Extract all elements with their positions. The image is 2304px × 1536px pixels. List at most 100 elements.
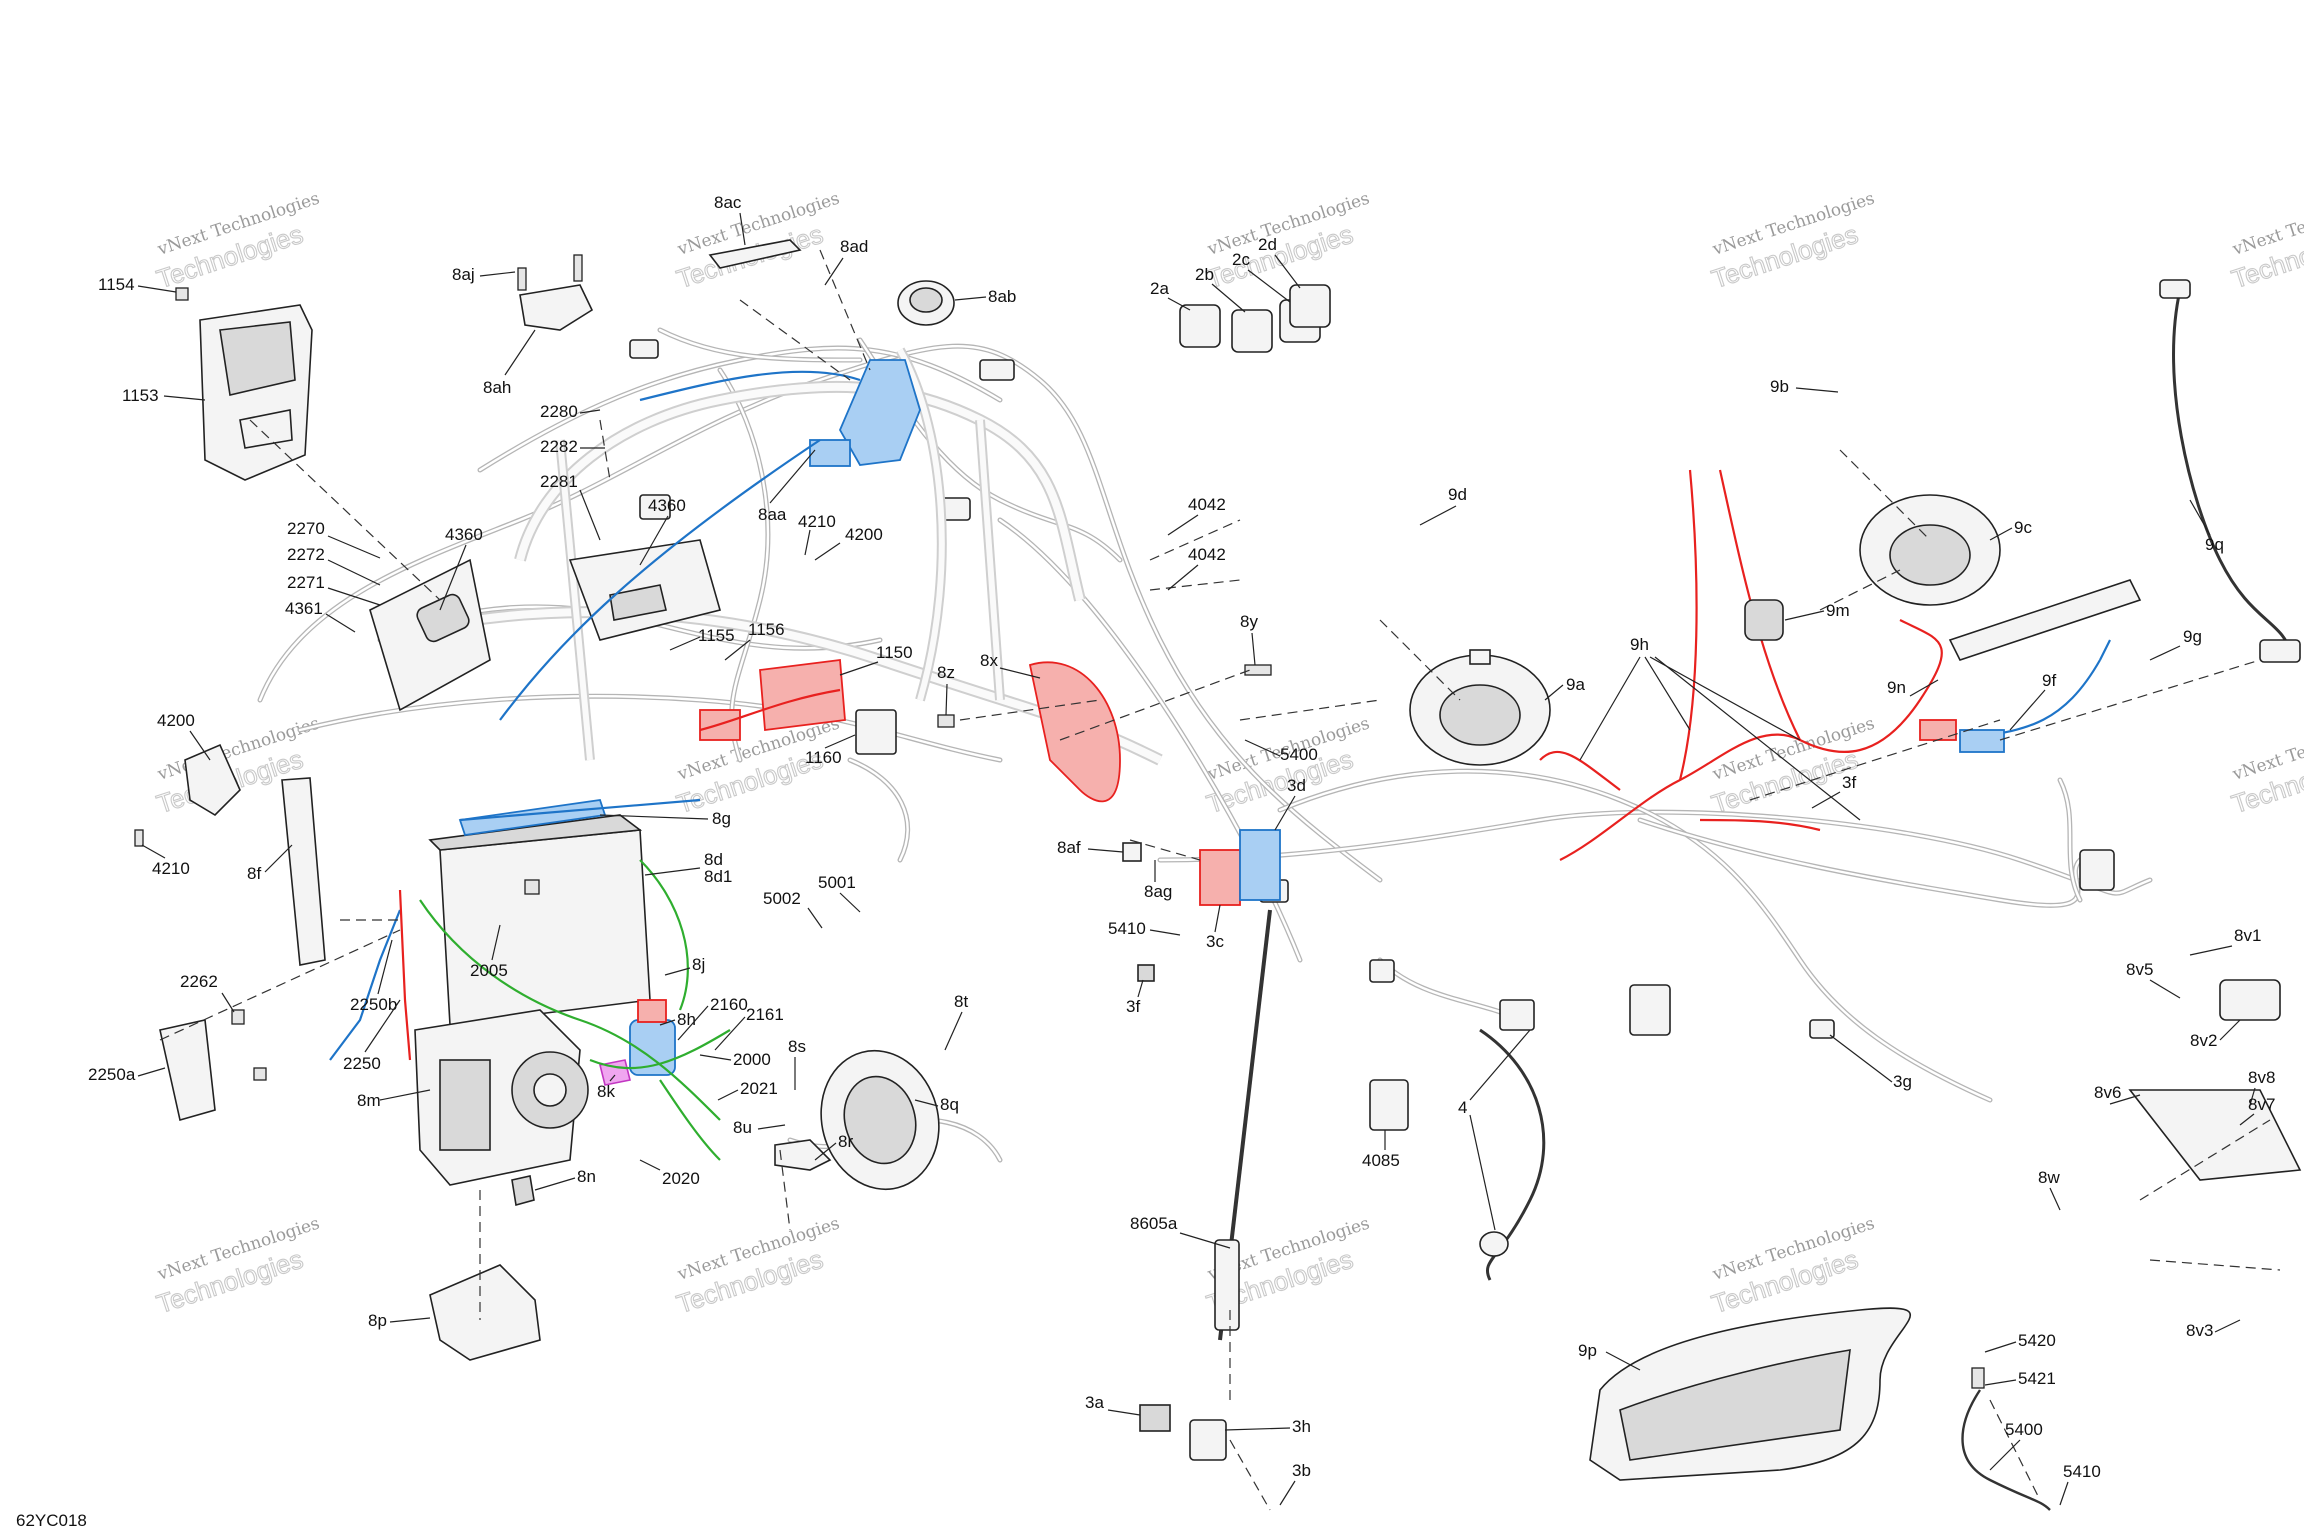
callout-2250b: 2250b <box>350 995 397 1014</box>
callout-2161: 2161 <box>746 1005 784 1024</box>
callout-4360-left: 4360 <box>445 525 483 544</box>
strip-8ac <box>708 239 802 269</box>
light-9g <box>1948 579 2142 661</box>
callout-5420: 5420 <box>2018 1331 2056 1350</box>
callout-2005: 2005 <box>470 961 508 980</box>
callout-5001: 5001 <box>818 873 856 892</box>
callout-8s: 8s <box>788 1037 806 1056</box>
callout-8v5: 8v5 <box>2126 960 2153 979</box>
callout-8t: 8t <box>954 992 968 1011</box>
callout-8ab: 8ab <box>988 287 1016 306</box>
part-8af <box>1122 842 1142 862</box>
callout-1150: 1150 <box>876 643 913 662</box>
callout-8g: 8g <box>712 809 731 828</box>
callout-8h: 8h <box>677 1010 696 1029</box>
callout-8v1: 8v1 <box>2234 926 2261 945</box>
dashed-leaders <box>159 249 2281 1511</box>
left-components <box>134 239 1331 1361</box>
callout-9m: 9m <box>1826 601 1850 620</box>
callout-8y: 8y <box>1240 612 1258 631</box>
callout-2d: 2d <box>1258 235 1277 254</box>
bracket-8r <box>774 1139 832 1171</box>
callout-8ac: 8ac <box>714 193 742 212</box>
callout-2282: 2282 <box>540 437 578 456</box>
strip-8f <box>281 777 326 966</box>
callout-2000: 2000 <box>733 1050 771 1069</box>
diagram-code: 62YC018 <box>16 1511 87 1530</box>
callout-2281: 2281 <box>540 472 578 491</box>
callout-4085: 4085 <box>1362 1151 1400 1170</box>
callout-8v3: 8v3 <box>2186 1321 2213 1340</box>
relay-1150 <box>759 658 846 732</box>
bracket-8ah <box>519 284 594 331</box>
callout-9f: 9f <box>2042 671 2056 690</box>
callout-4200: 4200 <box>845 525 883 544</box>
callout-8605a: 8605a <box>1130 1214 1178 1233</box>
callout-8w: 8w <box>2038 1168 2060 1187</box>
callout-9a: 9a <box>1566 675 1585 694</box>
callout-4200-left: 4200 <box>157 711 195 730</box>
antenna-8605a <box>1214 1239 1240 1331</box>
callout-4360-center: 4360 <box>648 496 686 515</box>
callout-8r: 8r <box>838 1132 853 1151</box>
callout-8p: 8p <box>368 1311 387 1330</box>
callout-8v7: 8v7 <box>2248 1095 2275 1114</box>
callout-5002: 5002 <box>763 889 801 908</box>
callout-8v6: 8v6 <box>2094 1083 2121 1102</box>
callout-4042-top: 4042 <box>1188 495 1226 514</box>
callout-9c: 9c <box>2014 518 2032 537</box>
callout-2b: 2b <box>1195 265 1214 284</box>
callout-2c: 2c <box>1232 250 1250 269</box>
connector-3c <box>1199 849 1241 906</box>
callout-5400-right: 5400 <box>2005 1420 2043 1439</box>
callout-8d: 8d <box>704 850 723 869</box>
callout-3h: 3h <box>1292 1417 1311 1436</box>
switch-2b <box>1231 309 1273 353</box>
callout-2021: 2021 <box>740 1079 778 1098</box>
connector-2250a <box>159 1019 216 1122</box>
callout-8d1: 8d1 <box>704 867 732 886</box>
callout-8x: 8x <box>980 651 998 670</box>
callout-3f-center: 3f <box>1126 997 1140 1016</box>
base-3h <box>1189 1419 1227 1461</box>
battery-8d <box>439 829 651 1026</box>
relay-4085 <box>1369 1079 1409 1131</box>
callout-2271: 2271 <box>287 573 325 592</box>
callout-8n: 8n <box>577 1167 596 1186</box>
callout-1160: 1160 <box>805 748 842 767</box>
callout-9g: 9g <box>2183 627 2202 646</box>
callout-2262: 2262 <box>180 972 218 991</box>
callout-8j: 8j <box>692 955 705 974</box>
callout-4042-bottom: 4042 <box>1188 545 1226 564</box>
callout-4: 4 <box>1458 1098 1467 1117</box>
callout-8m: 8m <box>357 1091 381 1110</box>
callout-2280: 2280 <box>540 402 578 421</box>
switch-2a <box>1179 304 1221 348</box>
switch-2d <box>1289 284 1331 328</box>
callout-4210: 4210 <box>798 512 836 531</box>
part-8v2 <box>2219 979 2281 1021</box>
callout-3c: 3c <box>1206 932 1224 951</box>
callout-9b: 9b <box>1770 377 1789 396</box>
callout-3a: 3a <box>1085 1393 1104 1412</box>
callout-2250a: 2250a <box>88 1065 136 1084</box>
connector-3d <box>1239 829 1281 901</box>
callout-8aj: 8aj <box>452 265 475 284</box>
callout-8aa: 8aa <box>758 505 787 524</box>
bracket-8v6 <box>2128 1089 2302 1181</box>
callouts: 1154 1153 8aj 8ah 8ac 8ad 8ab 2a 2b 2c 2… <box>88 193 2275 1506</box>
callout-8f: 8f <box>247 864 261 883</box>
callout-9n: 9n <box>1887 678 1906 697</box>
callout-2270: 2270 <box>287 519 325 538</box>
part-8x <box>1028 661 1121 803</box>
callout-2272: 2272 <box>287 545 325 564</box>
callout-1155: 1155 <box>698 626 735 645</box>
callout-9q: 9q <box>2205 535 2224 554</box>
callout-3f-right: 3f <box>1842 773 1856 792</box>
callout-8ag: 8ag <box>1144 882 1172 901</box>
callout-8v2: 8v2 <box>2190 1031 2217 1050</box>
callout-8q: 8q <box>940 1095 959 1114</box>
callout-8u: 8u <box>733 1118 752 1137</box>
callout-3d: 3d <box>1287 776 1306 795</box>
